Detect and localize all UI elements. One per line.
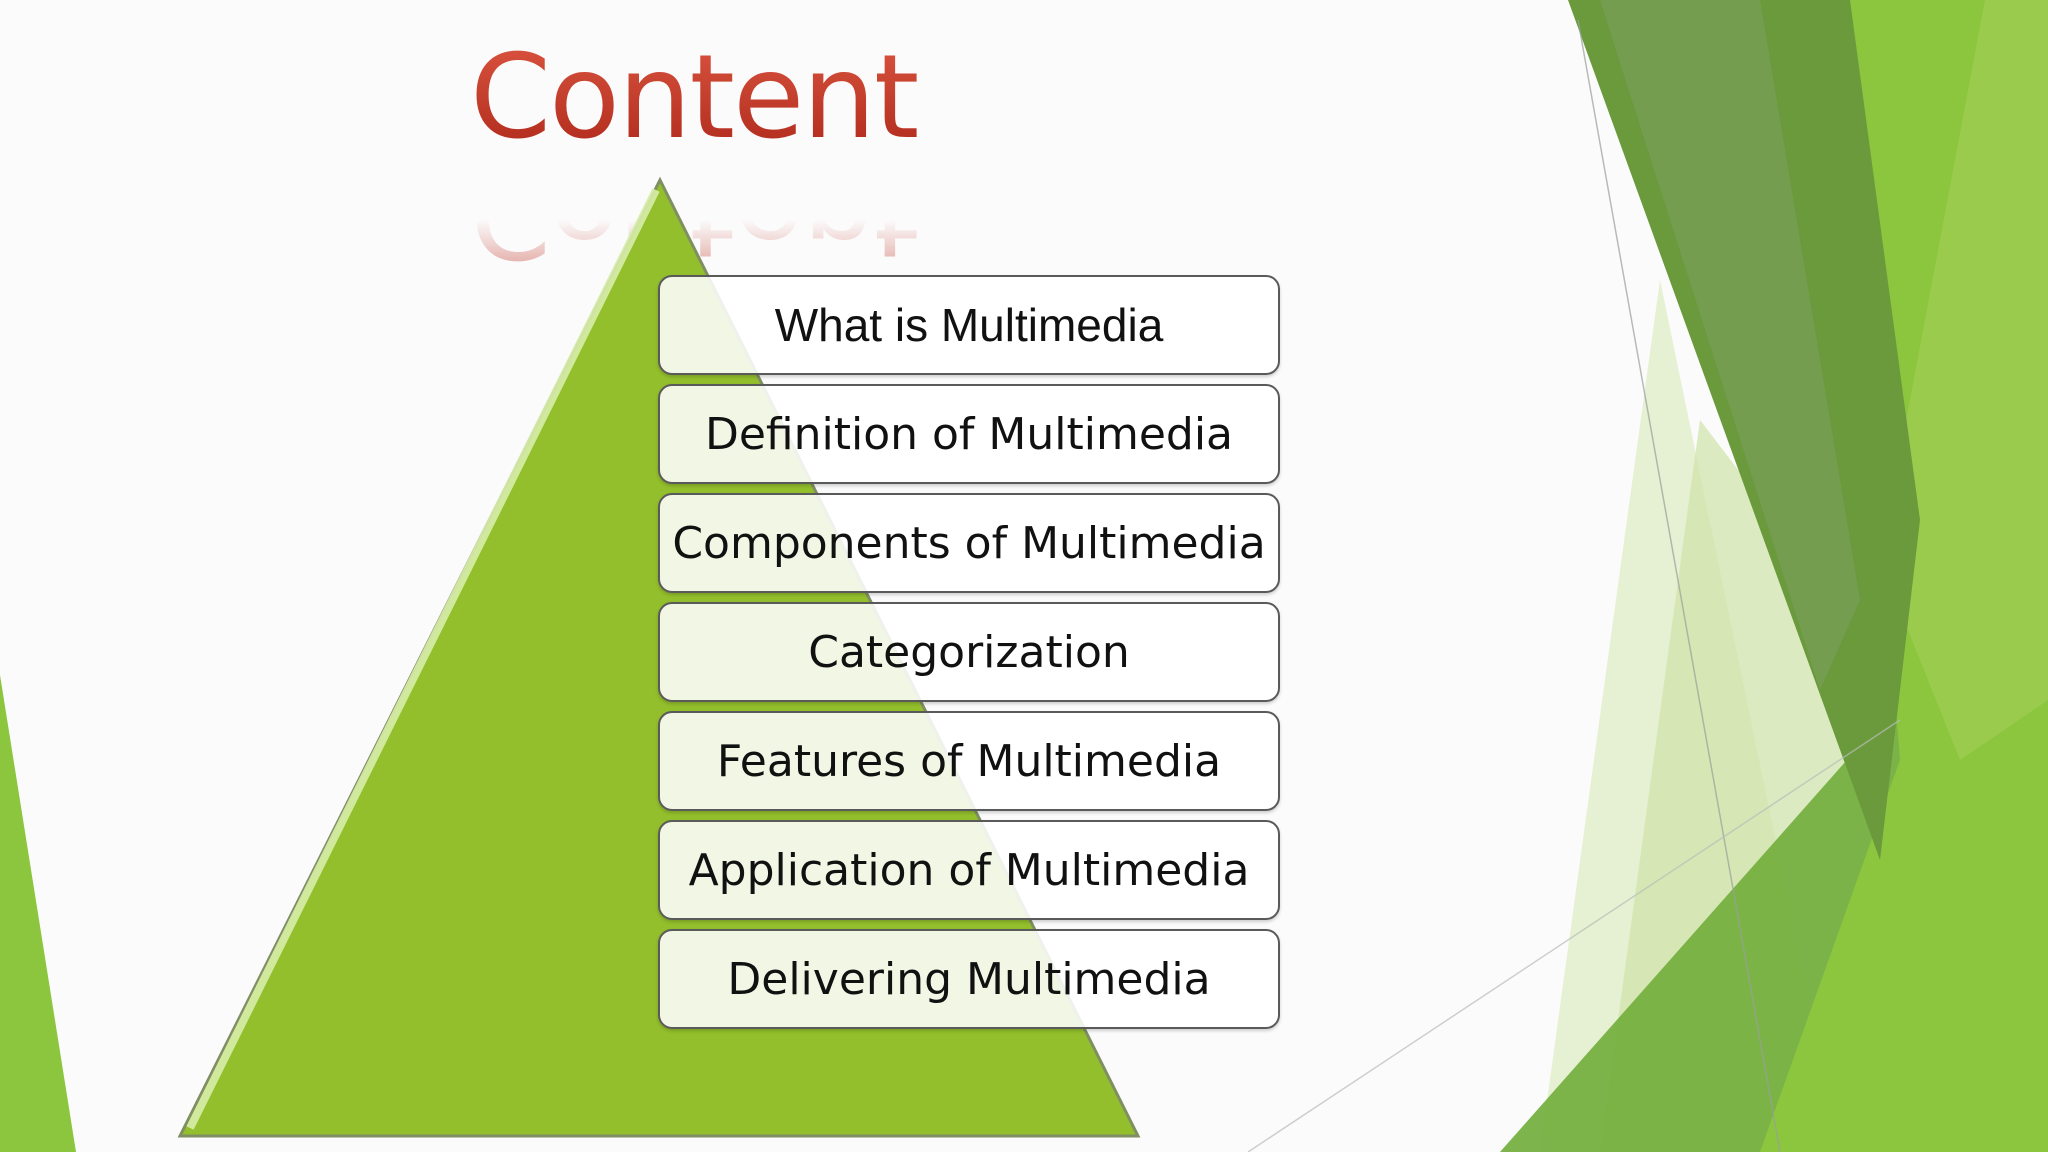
left-accent-shape (0, 675, 76, 1152)
list-item-delivering: Delivering Multimedia (658, 929, 1280, 1029)
green-highlight-shape (1880, 0, 2048, 760)
slide-title: Content (470, 30, 919, 165)
list-item-definition: Definition of Multimedia (658, 384, 1280, 484)
list-item-features: Features of Multimedia (658, 711, 1280, 811)
list-item-application: Application of Multimedia (658, 820, 1280, 920)
content-list: What is Multimedia Definition of Multime… (658, 275, 1280, 1038)
list-item-components: Components of Multimedia (658, 493, 1280, 593)
title-block: Content Content (470, 30, 930, 283)
list-item-categorization: Categorization (658, 602, 1280, 702)
pyramid-highlight (186, 188, 660, 1130)
accent-line (1577, 19, 1781, 1152)
list-item-what-is-multimedia: What is Multimedia (658, 275, 1280, 375)
muted-green-band (1600, 0, 1860, 690)
accent-line (1247, 719, 1901, 1152)
